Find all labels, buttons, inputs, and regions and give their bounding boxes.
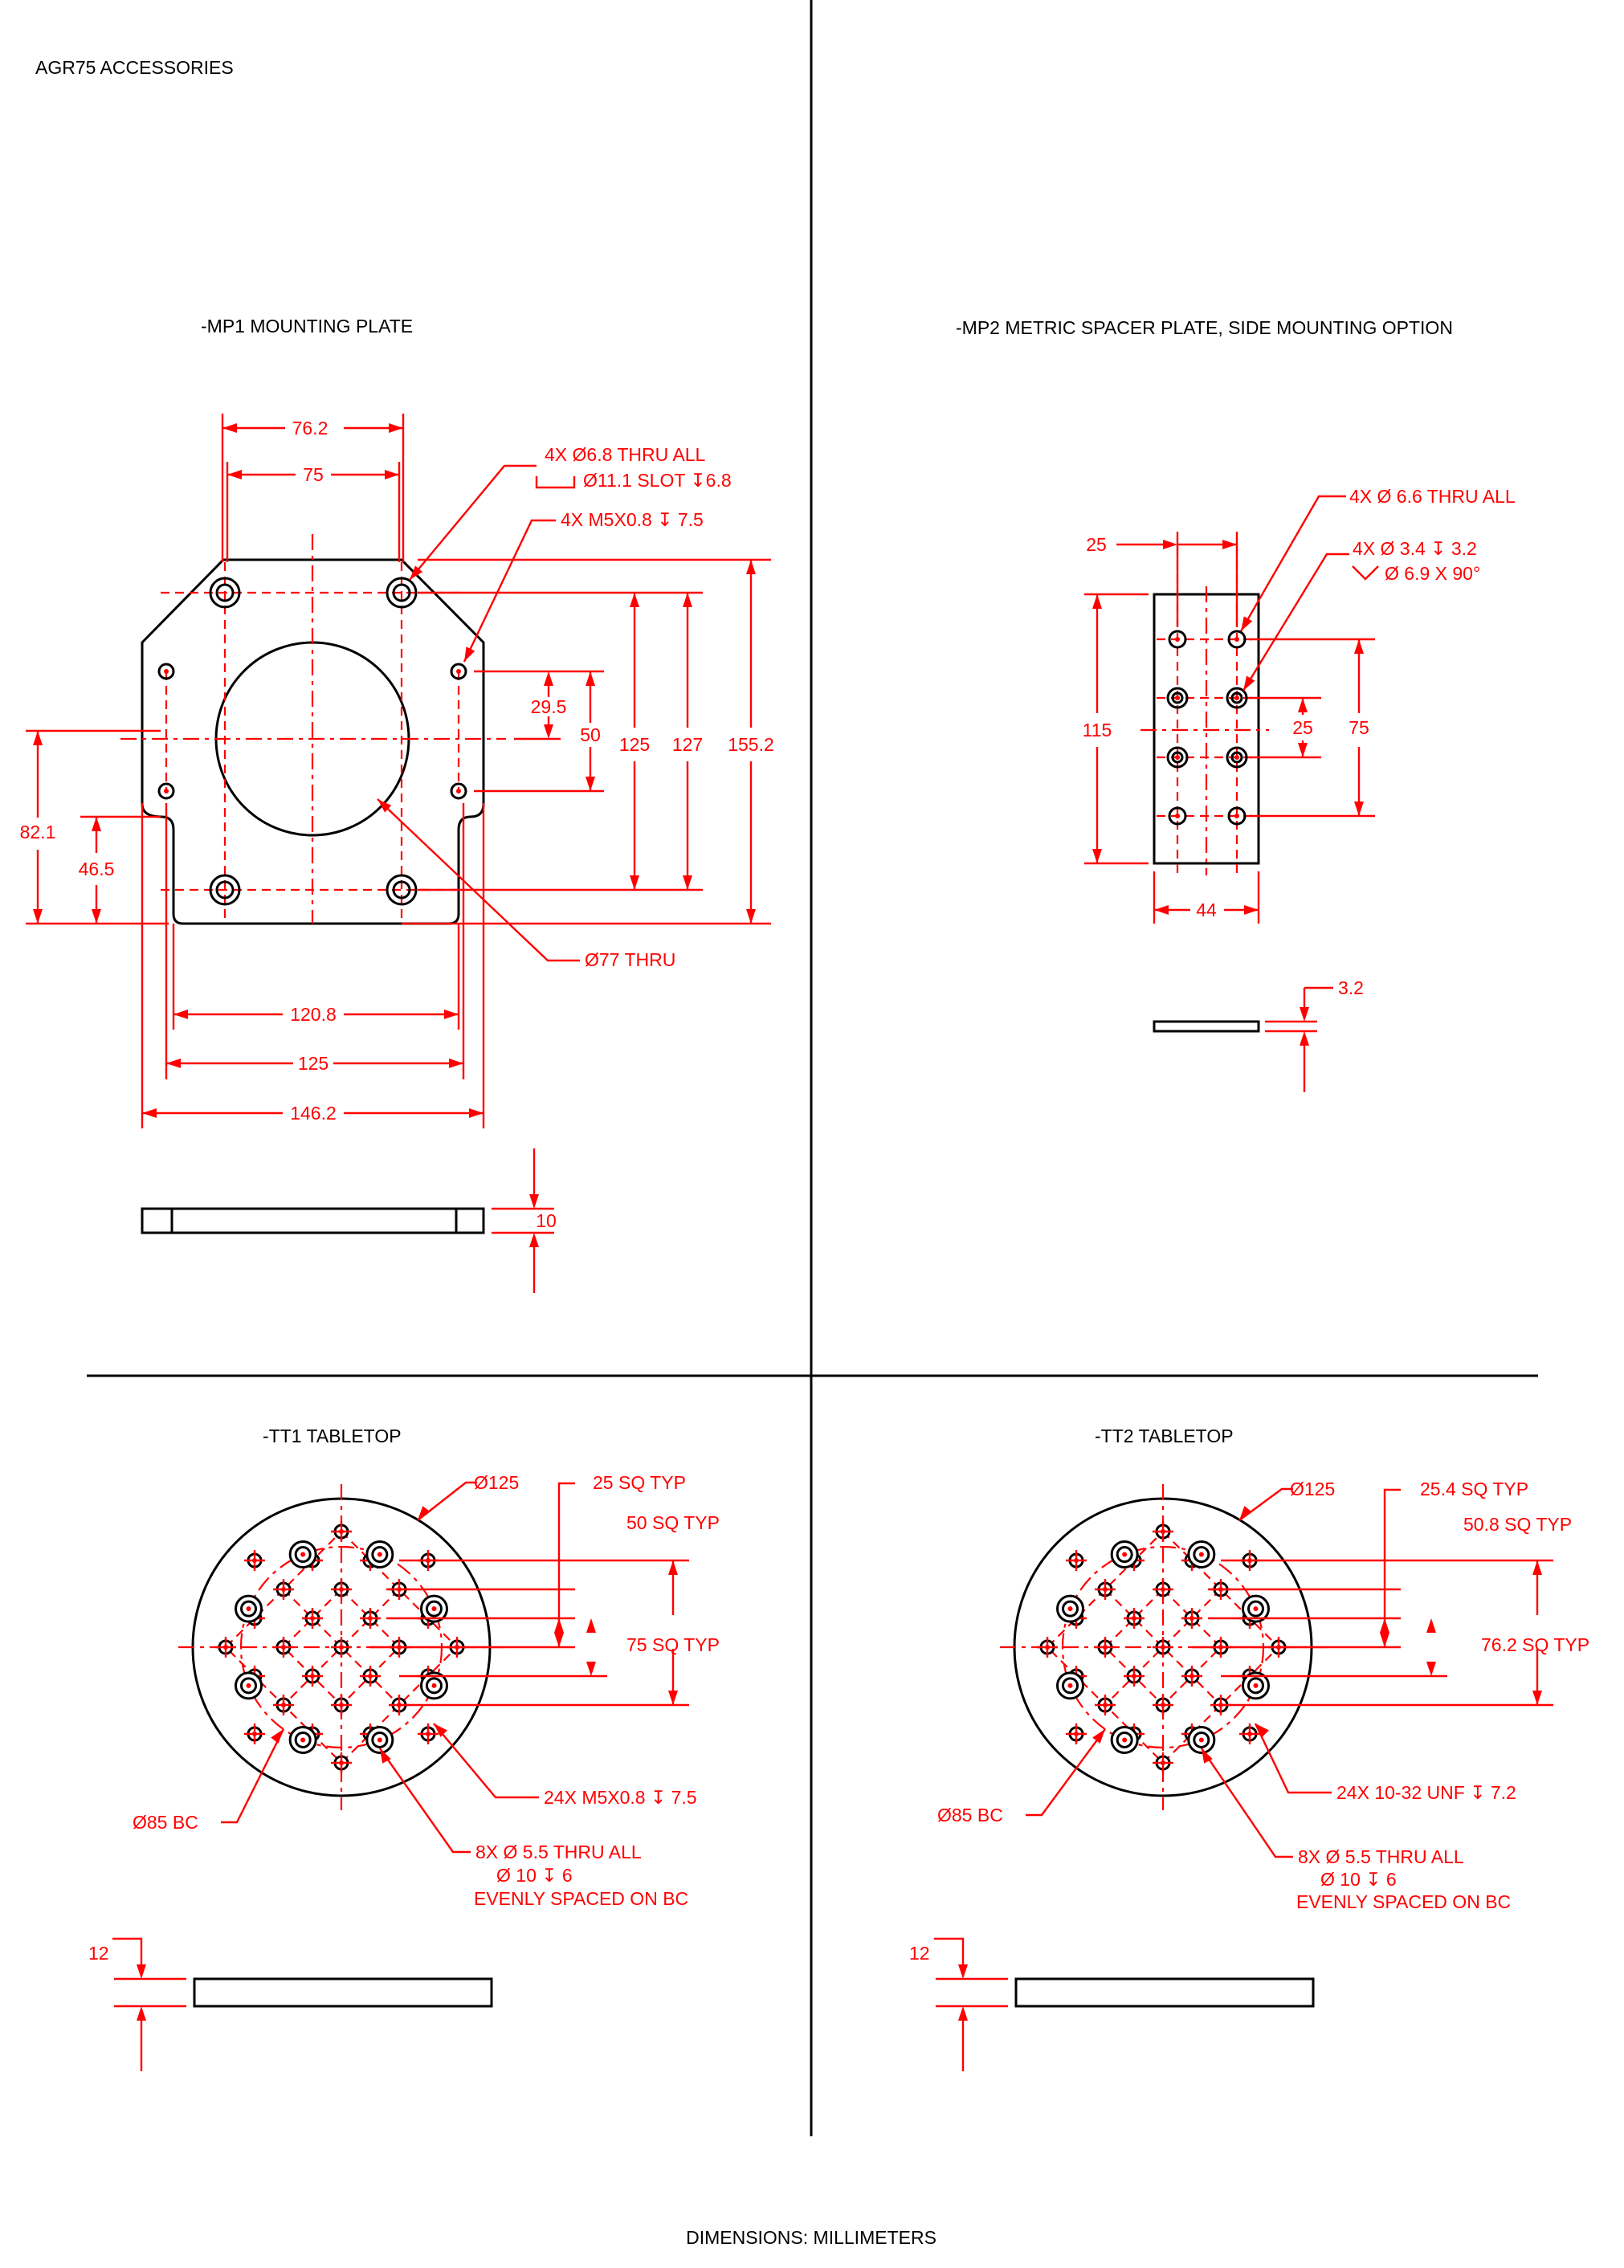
mp1-callout-tapped: 4X M5X0.8 ↧ 7.5 (561, 509, 704, 530)
mp2-dim-25-v: 25 (1292, 717, 1313, 738)
mp1-dim-120-8: 120.8 (290, 1004, 337, 1025)
mp2-callout-cs: 4X Ø 3.4 ↧ 3.2 (1353, 538, 1477, 559)
mp2-callout-thru: 4X Ø 6.6 THRU ALL (1349, 486, 1516, 507)
tt1-sq75: 75 SQ TYP (626, 1634, 720, 1655)
mp2-title: -MP2 METRIC SPACER PLATE, SIDE MOUNTING … (956, 317, 1453, 338)
mp2-callout-cs-angle: Ø 6.9 X 90° (1385, 563, 1480, 584)
tt1-title: -TT1 TABLETOP (263, 1426, 402, 1446)
tabletop-dimensions (1192, 1488, 1553, 1707)
mp1-dim-75: 75 (303, 464, 324, 485)
mp2-view: -MP2 METRIC SPACER PLATE, SIDE MOUNTING … (956, 317, 1516, 1092)
mp1-tapped-holes (157, 663, 467, 800)
tt1-counterbore-depth: Ø 10 ↧ 6 (496, 1865, 573, 1886)
tt1-sq50: 50 SQ TYP (626, 1512, 720, 1533)
mp1-dim-50: 50 (580, 724, 601, 745)
units-note: DIMENSIONS: MILLIMETERS (686, 2227, 936, 2248)
mp2-dim-thickness: 3.2 (1338, 977, 1364, 998)
mp2-dimensions (1084, 532, 1375, 924)
mp1-side-view (141, 1148, 554, 1293)
mp1-dim-29-5: 29.5 (531, 696, 567, 717)
mp2-dim-75: 75 (1349, 717, 1369, 738)
mp2-dim-115: 115 (1083, 720, 1112, 740)
tt2-title: -TT2 TABLETOP (1095, 1426, 1234, 1446)
mp1-callout-bore: Ø77 THRU (585, 949, 675, 970)
counterbored-holes (235, 1540, 448, 1754)
sheet-title: AGR75 ACCESSORIES (35, 57, 234, 78)
tt2-view (934, 1484, 1553, 2071)
tabletop-leaders (221, 1481, 539, 1854)
mp2-dim-25-h: 25 (1086, 534, 1107, 555)
mp1-dim-46-5: 46.5 (79, 859, 115, 879)
mp1-callout-slot-holes: 4X Ø6.8 THRU ALL (545, 444, 705, 465)
tabletop-dimensions (370, 1482, 689, 1707)
tt2-sq25: 25.4 SQ TYP (1420, 1479, 1528, 1499)
counterbored-holes (1056, 1540, 1270, 1754)
mp1-dim-127: 127 (672, 734, 703, 755)
mp2-leaders (1236, 495, 1379, 694)
sheet-dividers (87, 0, 1538, 2136)
mp1-slot-holes (209, 577, 418, 906)
tt1-spacing-note: EVENLY SPACED ON BC (474, 1888, 688, 1909)
mp1-leaders (373, 464, 580, 962)
tt2-counterbore: 8X Ø 5.5 THRU ALL (1298, 1846, 1464, 1867)
tt1-thickness: 12 (88, 1943, 109, 1964)
tt2-sq75: 76.2 SQ TYP (1481, 1634, 1589, 1655)
mp2-side-view (1153, 986, 1333, 1092)
mp1-dimensions (26, 414, 771, 1128)
tt1-diameter: Ø125 (474, 1472, 519, 1493)
tt1-sq25: 25 SQ TYP (593, 1472, 686, 1493)
mp1-dim-125-v: 125 (619, 734, 650, 755)
mp1-dim-155-2: 155.2 (728, 734, 774, 755)
mp2-dim-44: 44 (1196, 899, 1217, 920)
tabletop-side-view (934, 1937, 1315, 2071)
mp1-dim-146-2: 146.2 (290, 1103, 337, 1124)
mp2-holes (1166, 630, 1248, 826)
tt1-view (112, 1481, 689, 2071)
mp1-dim-82-1: 82.1 (20, 822, 56, 842)
tt2-counterbore-depth: Ø 10 ↧ 6 (1320, 1869, 1397, 1890)
tt2-thickness: 12 (909, 1943, 930, 1964)
tt2-diameter: Ø125 (1290, 1479, 1335, 1499)
tt2-bolt-circle: Ø85 BC (937, 1805, 1003, 1825)
mp1-dim-76-2: 76.2 (292, 418, 328, 439)
tt1-counterbore: 8X Ø 5.5 THRU ALL (475, 1842, 642, 1862)
tt2-tapped-holes: 24X 10-32 UNF ↧ 7.2 (1336, 1782, 1516, 1803)
mp1-title: -MP1 MOUNTING PLATE (201, 316, 413, 337)
mp1-callout-slot-depth: Ø11.1 SLOT ↧6.8 (583, 470, 732, 491)
tt2-sq50: 50.8 SQ TYP (1463, 1514, 1572, 1535)
mp1-view: -MP1 MOUNTING PLATE (20, 316, 774, 1293)
tt1-bolt-circle: Ø85 BC (133, 1812, 198, 1833)
tabletop-side-view (112, 1937, 493, 2071)
mp1-dim-thickness: 10 (536, 1210, 557, 1231)
mp1-dim-125-h: 125 (298, 1053, 328, 1074)
tt1-tapped-holes: 24X M5X0.8 ↧ 7.5 (544, 1787, 697, 1808)
tabletop-leaders (1026, 1487, 1332, 1858)
tt2-spacing-note: EVENLY SPACED ON BC (1296, 1891, 1511, 1912)
